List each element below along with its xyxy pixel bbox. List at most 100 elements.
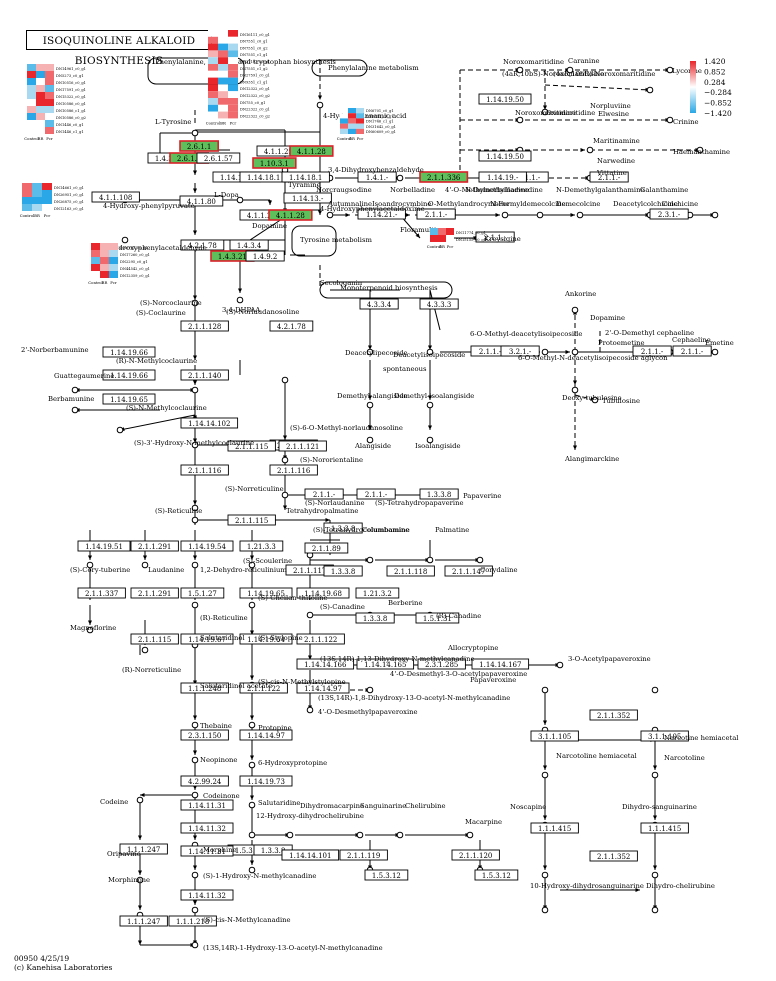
compound-node[interactable] (248, 561, 256, 569)
enzyme-box[interactable]: 1.1.1.415 (530, 822, 579, 834)
compound-node[interactable] (191, 129, 199, 137)
enzyme-box[interactable]: 1.1.1.218 (168, 915, 217, 927)
enzyme-box[interactable]: 1.10.3.1 (252, 157, 297, 169)
enzyme-box[interactable]: 1.14.19.64 (239, 633, 293, 645)
enzyme-box[interactable]: 2.1.1.291 (130, 587, 179, 599)
compound-node[interactable] (366, 436, 374, 444)
enzyme-box[interactable]: 2.1.1.89 (304, 542, 349, 554)
compound-node[interactable] (366, 348, 374, 356)
compound-node[interactable] (71, 386, 79, 394)
enzyme-box[interactable]: 2.1.1.336 (419, 171, 469, 183)
enzyme-box[interactable]: 2.1.1.116 (180, 464, 229, 476)
compound-node[interactable] (281, 456, 289, 464)
compound-node[interactable] (541, 108, 549, 116)
enzyme-box[interactable]: 1.14.19.65 (102, 393, 156, 405)
compound-node[interactable] (316, 101, 324, 109)
enzyme-box[interactable]: 1.14.19.66 (102, 346, 156, 358)
enzyme-box[interactable]: 1.5.1.27 (180, 587, 225, 599)
enzyme-box[interactable]: 1.3.3.8 (419, 488, 459, 500)
compound-node[interactable] (366, 556, 374, 564)
compound-node[interactable] (666, 66, 674, 74)
compound-node[interactable] (286, 831, 294, 839)
compound-node[interactable] (541, 906, 549, 914)
compound-node[interactable] (248, 601, 256, 609)
enzyme-box[interactable]: 4.3.3.3 (419, 298, 459, 310)
compound-node[interactable] (191, 386, 199, 394)
enzyme-box[interactable]: 2.1.1.122 (296, 633, 345, 645)
compound-node[interactable] (121, 236, 129, 244)
enzyme-box[interactable]: 2.1.1.121 (278, 440, 327, 452)
enzyme-box[interactable]: 3.1.1.105 (640, 730, 689, 742)
enzyme-box[interactable]: 1.21.3.2 (355, 587, 400, 599)
enzyme-box[interactable]: 1.14.19.73 (239, 775, 293, 787)
enzyme-box[interactable]: 2.1.1.291 (130, 540, 179, 552)
compound-node[interactable] (541, 771, 549, 779)
enzyme-box[interactable]: 1.4.3.4 (229, 239, 269, 251)
enzyme-box[interactable]: 1.14.18.1 (281, 171, 330, 183)
enzyme-box[interactable]: 2.1.1.- (416, 208, 456, 220)
compound-node[interactable] (571, 386, 579, 394)
compound-node[interactable] (651, 871, 659, 879)
compound-node[interactable] (426, 401, 434, 409)
pathway-link[interactable] (147, 57, 245, 85)
compound-node[interactable] (576, 211, 584, 219)
compound-node[interactable] (86, 561, 94, 569)
enzyme-box[interactable]: 2.1.1.- (304, 488, 344, 500)
enzyme-box[interactable]: 1.1.1.247 (119, 915, 168, 927)
enzyme-box[interactable]: 1.14.14.167 (471, 658, 530, 670)
enzyme-box[interactable]: 1.14.19.67 (180, 633, 234, 645)
enzyme-box[interactable]: 1.14.18.1 (239, 171, 288, 183)
compound-node[interactable] (86, 626, 94, 634)
compound-node[interactable] (306, 706, 314, 714)
enzyme-box[interactable]: 1.14.11.32 (180, 889, 234, 901)
enzyme-box[interactable]: 2.1.1.- (356, 488, 396, 500)
compound-node[interactable] (711, 211, 719, 219)
pathway-link[interactable] (311, 59, 368, 77)
pathway-link[interactable] (291, 225, 337, 257)
enzyme-box[interactable]: 1.14.19.66 (102, 369, 156, 381)
pathway-link[interactable] (319, 281, 453, 299)
compound-node[interactable] (191, 906, 199, 914)
compound-node[interactable] (476, 556, 484, 564)
enzyme-box[interactable]: 2.3.1.285 (417, 658, 466, 670)
compound-node[interactable] (541, 686, 549, 694)
enzyme-box[interactable]: 1.14.14.102 (180, 417, 239, 429)
compound-node[interactable] (191, 871, 199, 879)
compound-node[interactable] (396, 831, 404, 839)
compound-node[interactable] (366, 686, 374, 694)
enzyme-box[interactable]: 4.2.1.78 (180, 239, 225, 251)
enzyme-box[interactable]: 2.1.1.115 (227, 440, 276, 452)
compound-node[interactable] (236, 296, 244, 304)
compound-node[interactable] (516, 66, 524, 74)
enzyme-box[interactable]: 3.1.1.105 (530, 730, 579, 742)
enzyme-box[interactable]: 4.1.1.28 (268, 209, 313, 221)
compound-node[interactable] (191, 601, 199, 609)
enzyme-box[interactable]: 1.1.1.247 (119, 843, 168, 855)
compound-node[interactable] (191, 561, 199, 569)
enzyme-box[interactable]: 1.14.19.65 (239, 587, 293, 599)
compound-node[interactable] (556, 661, 564, 669)
compound-node[interactable] (396, 174, 404, 182)
compound-node[interactable] (541, 871, 549, 879)
compound-node[interactable] (136, 796, 144, 804)
compound-node[interactable] (571, 348, 579, 356)
compound-node[interactable] (586, 146, 594, 154)
enzyme-box[interactable]: 2.3.1.- (649, 208, 689, 220)
enzyme-box[interactable]: 4.1.1.28 (289, 145, 334, 157)
compound-node[interactable] (141, 646, 149, 654)
compound-node[interactable] (71, 406, 79, 414)
compound-node[interactable] (236, 196, 244, 204)
compound-node[interactable] (248, 831, 256, 839)
compound-node[interactable] (651, 771, 659, 779)
enzyme-box[interactable]: 1.3.3.8 (355, 612, 395, 624)
enzyme-box[interactable]: 1.5.3.12 (474, 869, 519, 881)
compound-node[interactable] (536, 211, 544, 219)
enzyme-box[interactable]: 1.5.1.31 (415, 612, 460, 624)
enzyme-box[interactable]: 1.14.13.- (283, 192, 332, 204)
compound-node[interactable] (711, 348, 719, 356)
enzyme-box[interactable]: 2.1.1.- (589, 171, 629, 183)
enzyme-box[interactable]: 1.14.19.54 (180, 540, 234, 552)
compound-node[interactable] (136, 876, 144, 884)
compound-node[interactable] (248, 761, 256, 769)
compound-node[interactable] (566, 66, 574, 74)
